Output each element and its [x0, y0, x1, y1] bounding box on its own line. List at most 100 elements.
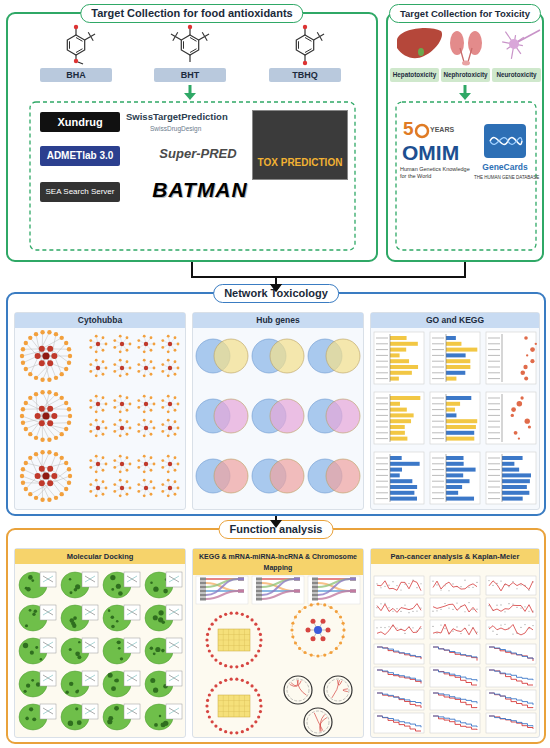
chart-bar: [502, 456, 523, 460]
sankey-flow: [206, 579, 238, 595]
venn-set: [326, 399, 360, 433]
network-node: [102, 360, 105, 363]
chart-frame: [486, 392, 536, 444]
network-node: [126, 360, 129, 363]
plot-frame: [430, 576, 480, 595]
network-link: [146, 368, 154, 369]
interaction-plot: [82, 572, 98, 587]
network-node: [167, 494, 170, 497]
mirna-node: [257, 715, 260, 718]
network-node: [21, 467, 25, 471]
bubble-point: [528, 425, 531, 428]
network-node: [64, 367, 68, 371]
sankey-flow: [262, 579, 294, 595]
hub-node: [120, 426, 124, 430]
network-node: [89, 363, 92, 366]
mirna-node: [235, 731, 238, 734]
network-node: [167, 410, 170, 413]
hub-node: [39, 466, 45, 472]
bubble-point: [523, 365, 527, 369]
network-link: [98, 488, 103, 494]
bond: [304, 29, 305, 35]
network-node: [150, 469, 153, 472]
network-link: [122, 344, 127, 350]
interaction-plot: [124, 605, 140, 620]
surface-pocket: [154, 723, 158, 727]
venn-set: [308, 459, 342, 493]
network-node: [102, 420, 105, 423]
network-link: [98, 488, 106, 489]
network-link: [144, 456, 146, 464]
mirna-node: [219, 681, 222, 684]
network-node: [89, 346, 92, 349]
plot-frame: [486, 644, 536, 664]
surface-pocket: [78, 641, 80, 643]
neuron-icon: [509, 39, 519, 49]
network-node: [68, 354, 72, 358]
surface-pocket: [68, 721, 73, 726]
network-node: [137, 430, 140, 433]
panel-title: KEGG & mRNA-miRNA-lncRNA & Chromosome Ma…: [193, 549, 363, 575]
mrna-node: [339, 615, 342, 618]
ligand-bond: [127, 642, 137, 648]
network-node: [177, 403, 180, 406]
sample-point: [396, 585, 397, 586]
network-node: [174, 409, 177, 412]
sample-point: [376, 607, 377, 608]
ligand-bond: [169, 675, 179, 681]
chart-bar: [446, 479, 470, 483]
venn-set: [214, 459, 248, 493]
network-node: [126, 480, 129, 483]
network-node: [21, 421, 25, 425]
sankey-node: [350, 578, 356, 581]
chart-axis: [390, 394, 391, 442]
axis-tick-label: [376, 367, 388, 368]
chart-axis: [502, 334, 503, 382]
axis-tick-label: [488, 421, 500, 422]
network-node: [143, 455, 146, 458]
survival-curve: [433, 670, 477, 681]
network-link: [91, 464, 98, 467]
hub-node: [168, 486, 172, 490]
surface-pocket: [75, 584, 80, 589]
network-link: [26, 416, 55, 429]
protein-surface: [145, 638, 173, 664]
interaction-plot: [40, 605, 56, 620]
network-node: [119, 395, 122, 398]
interaction-plot: [124, 671, 140, 686]
network-node: [54, 332, 58, 336]
sample-point: [400, 629, 401, 630]
network-link: [168, 396, 170, 404]
network-link: [54, 343, 66, 356]
mirna-node: [219, 728, 222, 731]
network-node: [105, 343, 108, 346]
network-link: [139, 404, 146, 407]
bond: [85, 37, 91, 41]
network-link: [122, 464, 127, 470]
molecule-dot: [291, 125, 297, 131]
network-link: [144, 368, 146, 376]
network-link: [170, 464, 178, 465]
mirna-node: [214, 724, 217, 727]
sample-point: [432, 611, 433, 612]
surface-pocket: [153, 587, 158, 592]
network-link: [170, 482, 175, 488]
molecule-dot: [267, 125, 273, 131]
hub-node: [168, 426, 172, 430]
network-node: [102, 456, 105, 459]
network-node: [119, 410, 122, 413]
network-link: [23, 416, 54, 423]
surface-pocket: [31, 679, 34, 682]
chart-bar: [390, 371, 412, 375]
kidney-icon: [450, 31, 464, 55]
sample-point: [384, 627, 385, 628]
sankey-node: [312, 598, 318, 601]
chart-bar: [390, 348, 406, 352]
panel-box: Cytohubba: [14, 312, 186, 510]
sample-point: [488, 580, 489, 581]
dendrite: [511, 44, 514, 59]
bubble-point: [535, 343, 537, 345]
network-link: [146, 488, 151, 494]
sample-point: [500, 604, 501, 605]
network-node: [129, 367, 132, 370]
